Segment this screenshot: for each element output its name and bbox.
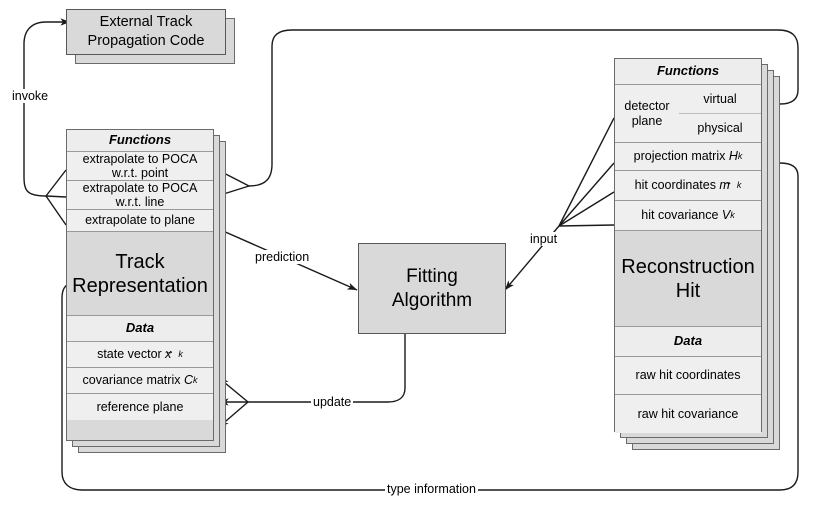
track-functions-header: Functions bbox=[67, 130, 213, 152]
hit-coordinates-text: hit coordinates m bbox=[634, 178, 730, 193]
function-extrapolate-poca-line[interactable]: extrapolate to POCA w.r.t. line bbox=[67, 181, 213, 210]
reference-plane-text: reference plane bbox=[96, 399, 184, 414]
data-raw-hit-covariance[interactable]: raw hit covariance bbox=[615, 395, 761, 433]
fn-poca-line-line2: w.r.t. line bbox=[115, 195, 165, 209]
data-state-vector-label: state vector x bbox=[97, 347, 171, 361]
detector-plane-options: virtual physical bbox=[679, 85, 761, 142]
track-data-header: Data bbox=[67, 316, 213, 342]
covariance-matrix-sub: k bbox=[192, 375, 198, 386]
edge-label-type-information: type information bbox=[385, 482, 478, 496]
detector-plane-option-virtual[interactable]: virtual bbox=[679, 85, 761, 114]
data-state-vector[interactable]: state vector x→k bbox=[67, 342, 213, 368]
data-raw-hit-coordinates[interactable]: raw hit coordinates bbox=[615, 357, 761, 395]
track-representation-title: Track Representation bbox=[67, 232, 213, 316]
detector-plane-line1: detector bbox=[624, 99, 670, 114]
projection-matrix-text: projection matrix H bbox=[633, 149, 738, 164]
function-extrapolate-poca-point[interactable]: extrapolate to POCA w.r.t. point bbox=[67, 152, 213, 181]
covariance-matrix-text: covariance matrix C bbox=[82, 373, 193, 388]
external-code-line1: External Track bbox=[99, 14, 193, 31]
function-detector-plane[interactable]: detector plane virtual physical bbox=[615, 85, 761, 143]
fitting-algorithm[interactable]: Fitting Algorithm bbox=[358, 243, 506, 334]
hit-data-header: Data bbox=[615, 327, 761, 357]
track-representation[interactable]: Functions extrapolate to POCA w.r.t. poi… bbox=[66, 129, 214, 441]
edge-label-invoke: invoke bbox=[10, 89, 51, 103]
detector-plane-label: detector plane bbox=[615, 85, 679, 142]
wire-input bbox=[504, 117, 615, 291]
fn-poca-point-line2: w.r.t. point bbox=[111, 166, 169, 180]
fitting-algorithm-line1: Fitting bbox=[406, 265, 458, 287]
track-title-line2: Representation bbox=[72, 274, 208, 297]
wire-invoke bbox=[23, 18, 71, 226]
hit-title-line1: Reconstruction bbox=[621, 255, 755, 278]
hit-functions-header: Functions bbox=[615, 59, 761, 85]
external-track-propagation-code[interactable]: External Track Propagation Code bbox=[66, 9, 226, 55]
hit-coordinates-arrow-accent: → bbox=[721, 176, 733, 189]
fn-to-plane-label: extrapolate to plane bbox=[85, 213, 195, 228]
hit-coordinates-sub: k bbox=[736, 180, 742, 191]
track-title-line1: Track bbox=[115, 250, 165, 273]
hit-title-line2: Hit bbox=[675, 279, 701, 302]
projection-matrix-sub: k bbox=[737, 151, 743, 162]
wire-update bbox=[218, 334, 406, 428]
state-vector-arrow-accent: → bbox=[163, 345, 175, 358]
fn-poca-point-line1: extrapolate to POCA bbox=[82, 151, 198, 166]
function-extrapolate-to-plane[interactable]: extrapolate to plane bbox=[67, 210, 213, 232]
detector-plane-option-physical[interactable]: physical bbox=[697, 120, 743, 135]
detector-plane-line2: plane bbox=[631, 113, 663, 128]
state-vector-text: state vector x bbox=[97, 347, 172, 362]
state-vector-sub: k bbox=[178, 349, 183, 360]
edge-label-input: input bbox=[528, 232, 560, 246]
edge-label-prediction: prediction bbox=[253, 250, 312, 264]
fitting-algorithm-line2: Algorithm bbox=[391, 289, 473, 311]
hit-covariance-sub: k bbox=[730, 210, 735, 221]
edge-label-update: update bbox=[311, 395, 354, 409]
fn-poca-line-line1: extrapolate to POCA bbox=[82, 180, 198, 195]
data-reference-plane[interactable]: reference plane bbox=[67, 394, 213, 420]
reconstruction-hit-title: Reconstruction Hit bbox=[615, 231, 761, 327]
hit-covariance-text: hit covariance V bbox=[641, 208, 731, 223]
function-hit-coordinates[interactable]: hit coordinates m→k bbox=[615, 171, 761, 201]
reconstruction-hit[interactable]: Functions detector plane virtual physica… bbox=[614, 58, 762, 433]
external-code-line2: Propagation Code bbox=[87, 33, 205, 49]
